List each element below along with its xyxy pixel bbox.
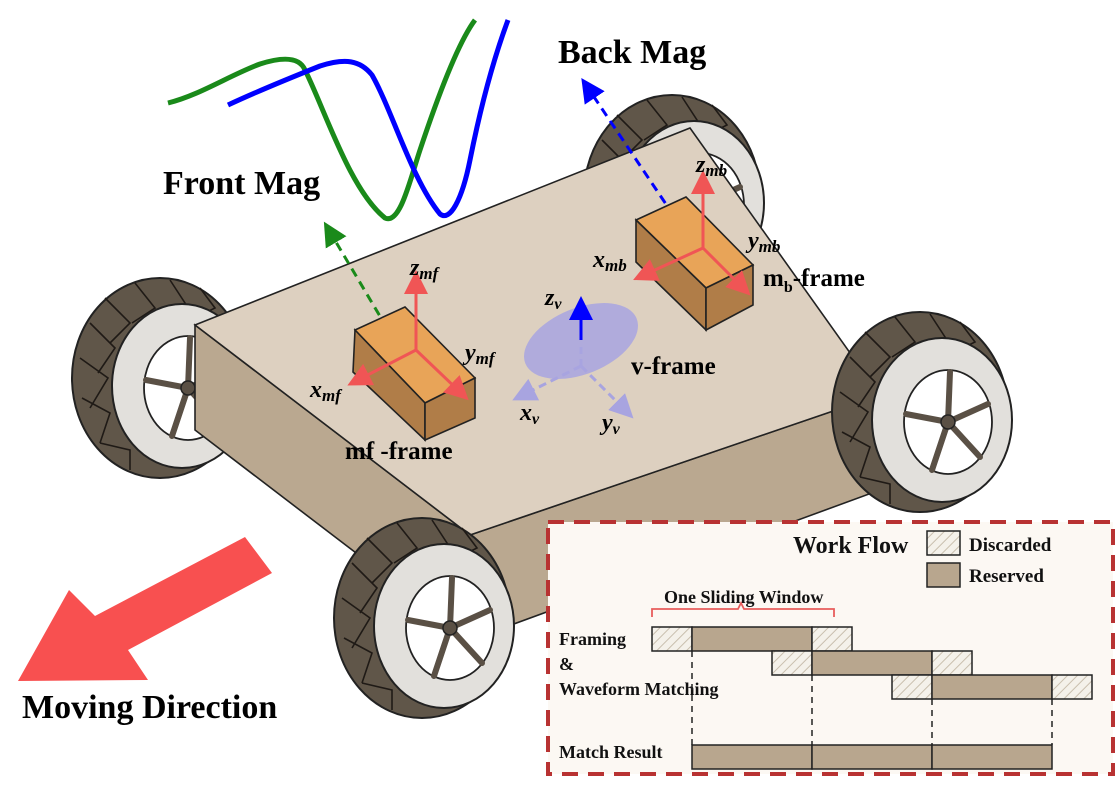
window-3-discarded-segment (891, 674, 933, 700)
legend-reserved-label: Reserved (969, 566, 1044, 587)
y-mb-label: ymb (745, 228, 780, 256)
ampersand-label: & (559, 654, 574, 674)
front-mag-direction-arrow (323, 221, 389, 329)
v-axis-labels: zv xv yv (519, 285, 621, 438)
workflow-windows (651, 626, 1093, 700)
back-mag-label: Back Mag (558, 34, 706, 71)
match-result-bar (691, 744, 1053, 770)
mf-axes (347, 270, 469, 401)
moving-direction-arrow (18, 537, 272, 681)
waveform-matching-label: Waveform Matching (559, 679, 718, 699)
window-2-discarded-segment (771, 650, 813, 676)
window-1-discarded-segment (811, 626, 853, 652)
mf-frame-label: mf -frame (345, 438, 453, 465)
match-result-segment (691, 744, 813, 770)
v-frame-disk (524, 303, 638, 379)
framing-label: Framing (559, 629, 626, 649)
match-result-segment (931, 744, 1053, 770)
v-frame-label: v-frame (631, 353, 716, 380)
mb-axes (633, 170, 751, 296)
match-result-label: Match Result (559, 742, 662, 762)
z-mb-label: zmb (695, 152, 727, 180)
sliding-window-brace (651, 600, 835, 617)
back-mag-direction-arrow (581, 78, 684, 229)
front-right-wheel (832, 312, 1012, 512)
back-mag-signal (226, 19, 511, 219)
mf-axis-labels: zmf ymf xmf (309, 255, 497, 405)
sliding-window-label: One Sliding Window (664, 587, 823, 607)
window-3-discarded-segment (1051, 674, 1093, 700)
workflow-panel: Work Flow Discarded Reserved One Sliding… (546, 520, 1115, 776)
window-3-reserved-segment (931, 674, 1053, 700)
mb-axis-labels: zmb ymb xmb (592, 152, 780, 275)
x-mf-label: xmf (309, 377, 343, 405)
y-mf-label: ymf (462, 340, 497, 368)
window-1-reserved-segment (691, 626, 813, 652)
window-2-reserved-segment (811, 650, 933, 676)
v-axes (512, 296, 634, 419)
mb-frame-label: mb-frame (763, 265, 865, 296)
z-mf-label: zmf (409, 255, 441, 283)
legend-discarded-label: Discarded (969, 535, 1052, 556)
x-v-label: xv (519, 400, 540, 428)
front-mag-label: Front Mag (163, 165, 320, 202)
match-result-segment (811, 744, 933, 770)
z-v-label: zv (544, 285, 562, 313)
workflow-title: Work Flow (793, 533, 909, 559)
x-mb-label: xmb (592, 247, 627, 275)
legend-reserved-swatch (926, 562, 961, 588)
window-1-discarded-segment (651, 626, 693, 652)
front-mag-signal (167, 18, 478, 222)
window-2-discarded-segment (931, 650, 973, 676)
y-v-label: yv (599, 410, 621, 438)
legend-discarded-swatch (926, 530, 961, 556)
moving-direction-label: Moving Direction (22, 689, 277, 726)
workflow-guides (691, 651, 1053, 745)
